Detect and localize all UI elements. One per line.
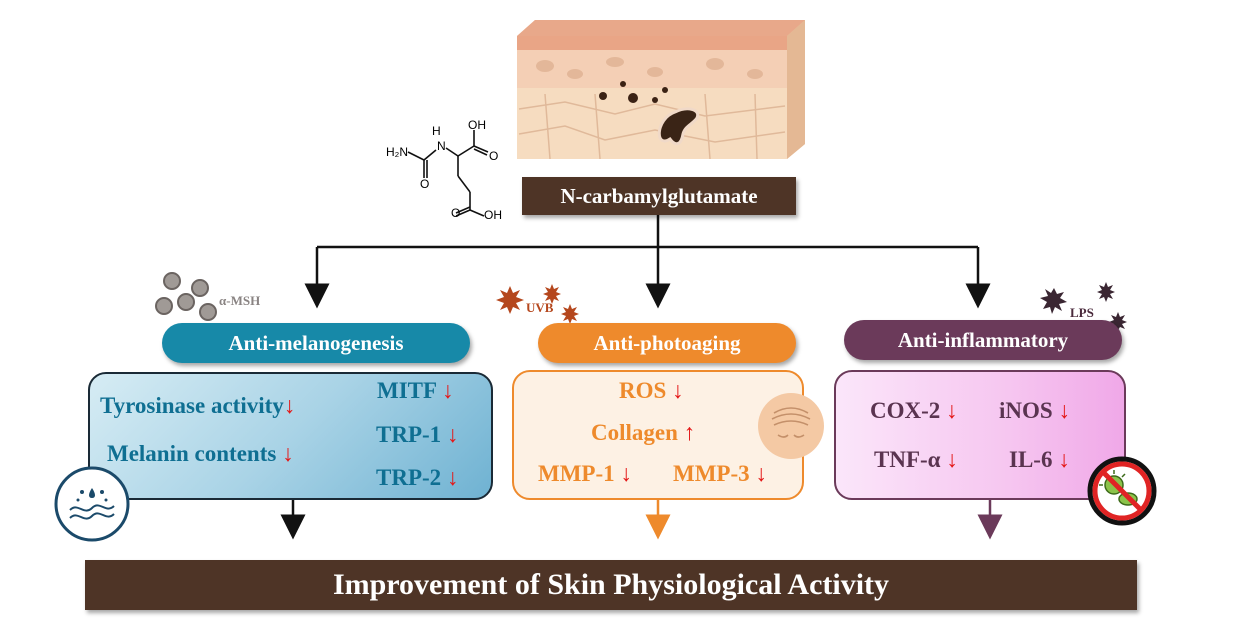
molecule-o-bottom: O — [451, 206, 461, 220]
melanin-contents-label: Melanin contents ↓ — [107, 441, 294, 466]
tyrosinase-activity-label: Tyrosinase activity↓ — [100, 393, 296, 418]
molecule-o-right: O — [489, 149, 499, 163]
molecule-h: H — [432, 124, 441, 138]
lps-label: LPS — [1070, 305, 1094, 320]
lps-burst-icon — [1040, 282, 1127, 330]
anti-photoaging-box — [512, 370, 804, 500]
tnf-alpha-label: TNF-α ↓ — [874, 447, 958, 472]
alpha-msh-label: α-MSH — [219, 293, 261, 308]
il6-label: IL-6 ↓ — [1009, 447, 1070, 472]
melanin-granules-icon — [155, 272, 217, 321]
mmp3-label: MMP-3 ↓ — [673, 461, 767, 486]
molecule-n: N — [437, 139, 446, 153]
anti-inflammatory-pill: Anti-inflammatory — [844, 320, 1122, 360]
trp2-label: TRP-2 ↓ — [376, 465, 459, 490]
uvb-burst-icon — [496, 284, 579, 324]
mmp1-label: MMP-1 ↓ — [538, 461, 632, 486]
ros-label: ROS ↓ — [619, 378, 684, 403]
skin-moisture-icon — [54, 466, 130, 542]
wrinkle-face-icon — [758, 393, 824, 459]
molecule-structure-icon — [407, 130, 489, 217]
cox2-label: COX-2 ↓ — [870, 398, 958, 423]
collagen-label: Collagen ↑ — [591, 420, 696, 445]
molecule-oh-bottom: OH — [484, 208, 502, 222]
compound-title: N-carbamylglutamate — [522, 177, 796, 215]
anti-inflammatory-box — [834, 370, 1126, 500]
uvb-label: UVB — [526, 300, 554, 315]
molecule-o-left: O — [420, 177, 430, 191]
molecule-h2n: H₂N — [386, 145, 408, 159]
mitf-label: MITF ↓ — [377, 378, 454, 403]
molecule-oh-top: OH — [468, 118, 486, 132]
skin-layers-icon — [517, 20, 805, 160]
anti-melanogenesis-pill: Anti-melanogenesis — [162, 323, 470, 363]
no-bacteria-icon — [1087, 456, 1157, 526]
inos-label: iNOS ↓ — [999, 398, 1070, 423]
anti-melanogenesis-box — [88, 372, 493, 500]
outcome-banner: Improvement of Skin Physiological Activi… — [85, 560, 1137, 610]
trp1-label: TRP-1 ↓ — [376, 422, 459, 447]
anti-photoaging-pill: Anti-photoaging — [538, 323, 796, 363]
